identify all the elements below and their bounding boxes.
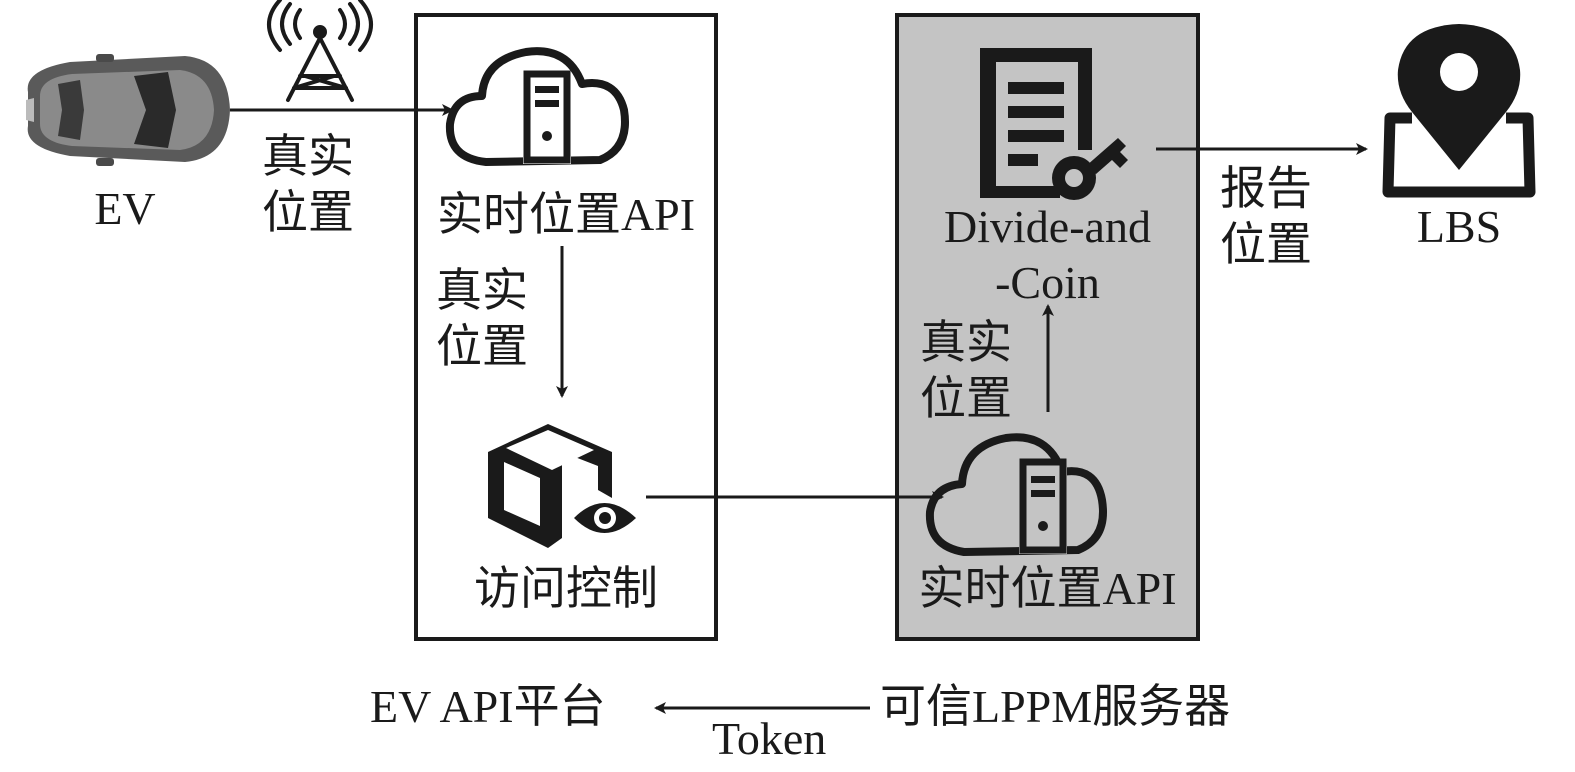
- access-control-cube-icon: [488, 424, 636, 548]
- edge-label-ev-to-api-line1: 真实: [262, 131, 354, 182]
- algo-label-line2: -Coin: [995, 257, 1100, 308]
- edge-label-trusted-api-to-algo-line2: 位置: [920, 373, 1012, 424]
- edge-label-algo-to-lbs-line1: 报告: [1220, 163, 1312, 214]
- edge-label-api-to-access-line1: 真实: [436, 265, 528, 316]
- lbs-label: LBS: [1416, 201, 1502, 252]
- edge-label-ev-to-api-line2: 位置: [262, 187, 354, 238]
- cell-tower-icon: [267, 0, 373, 102]
- algo-label-line1: Divide-and: [944, 201, 1151, 252]
- edge-label-algo-to-lbs-line2: 位置: [1220, 219, 1312, 270]
- trusted-server-api-label: 实时位置API: [918, 563, 1177, 614]
- footer-ev-api-platform-label: EV API平台: [370, 681, 606, 732]
- flow-arrows: [230, 104, 1368, 714]
- api-platform-api-label: 实时位置API: [436, 189, 696, 240]
- access-control-label: 访问控制: [474, 563, 658, 614]
- edge-label-api-to-access-line2: 位置: [436, 321, 528, 372]
- cloud-server-icon-trusted: [925, 433, 1107, 556]
- edge-label-trusted-api-to-algo-line1: 真实: [920, 317, 1012, 368]
- token-label: Token: [712, 713, 827, 764]
- location-pin-icon: [1382, 24, 1536, 198]
- ev-label: EV: [94, 183, 156, 234]
- footer-trusted-lppm-server-label: 可信LPPM服务器: [880, 681, 1231, 732]
- document-key-icon: [980, 48, 1128, 202]
- cloud-server-icon: [445, 47, 629, 166]
- car-icon: [26, 54, 231, 166]
